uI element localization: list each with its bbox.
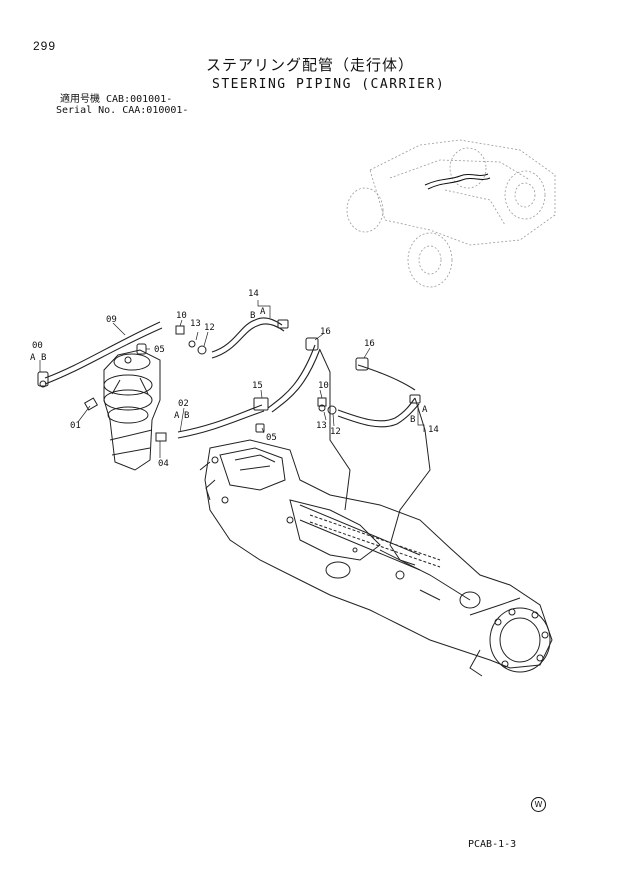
label-15: 15 (252, 381, 263, 391)
label-09: 09 (106, 315, 117, 325)
diagram-code: PCAB-1-3 (468, 839, 517, 850)
tube-to-axle-right (389, 397, 431, 546)
label-05b: 05 (266, 433, 277, 443)
hose-upper-left-to-14 (211, 317, 285, 359)
label-02: 02 (178, 399, 189, 409)
serial-range-line2: Serial No. CAA:010001- (56, 105, 189, 116)
fitting-10a (175, 325, 185, 335)
fitting-12a (197, 345, 207, 355)
hose-02 (177, 404, 265, 439)
label-04: 04 (158, 459, 169, 469)
fitting-01 (83, 397, 99, 411)
fitting-13a (188, 340, 196, 348)
label-14a-b: B (250, 311, 255, 321)
inset-vehicle-overview (346, 139, 556, 288)
fitting-14a-end (277, 319, 289, 329)
label-10a: 10 (176, 311, 187, 321)
fitting-16b (355, 357, 369, 371)
label-00-a: A (30, 353, 36, 363)
label-13a: 13 (190, 319, 201, 329)
label-16a: 16 (320, 327, 331, 337)
label-10b: 10 (318, 381, 329, 391)
watermark-w-mark: W (531, 797, 546, 812)
label-14b-b: B (410, 415, 415, 425)
label-05a: 05 (154, 345, 165, 355)
leader-lines (39, 300, 425, 458)
hose-lower-right-to-14 (337, 397, 420, 428)
hose-15-to-axle (267, 344, 321, 413)
fitting-00-elbow (37, 371, 49, 388)
fitting-15 (253, 397, 269, 411)
page-title-japanese: ステアリング配管（走行体） (206, 56, 415, 74)
label-14b-a: A (422, 405, 428, 415)
fitting-12b (327, 405, 337, 415)
label-12b: 12 (330, 427, 341, 437)
label-02-a: A (174, 411, 180, 421)
fitting-16a (305, 337, 319, 351)
tube-to-axle-left (319, 349, 351, 511)
hose-09 (44, 321, 163, 385)
inset-highlight-piping (424, 173, 491, 190)
front-axle-assembly (199, 439, 553, 677)
fitting-04 (155, 432, 167, 442)
swivel-joint (103, 349, 161, 471)
label-00: 00 (32, 341, 43, 351)
label-01: 01 (70, 421, 81, 431)
label-00-b: B (41, 353, 46, 363)
page-title-english: STEERING PIPING (CARRIER) (212, 77, 446, 92)
fitting-14b-end (409, 394, 421, 404)
fitting-05b (255, 423, 265, 433)
label-02-b: B (184, 411, 189, 421)
page-number: 299 (33, 39, 57, 53)
hose-16-right (357, 364, 416, 391)
label-14a: 14 (248, 289, 259, 299)
label-12a: 12 (204, 323, 215, 333)
label-14b: 14 (428, 425, 439, 435)
fitting-13b (318, 404, 326, 412)
serial-range-line1: 適用号機 CAB:001001- (60, 94, 173, 105)
label-16b: 16 (364, 339, 375, 349)
label-14a-a: A (260, 307, 266, 317)
label-13b: 13 (316, 421, 327, 431)
steering-cylinder (309, 514, 441, 568)
